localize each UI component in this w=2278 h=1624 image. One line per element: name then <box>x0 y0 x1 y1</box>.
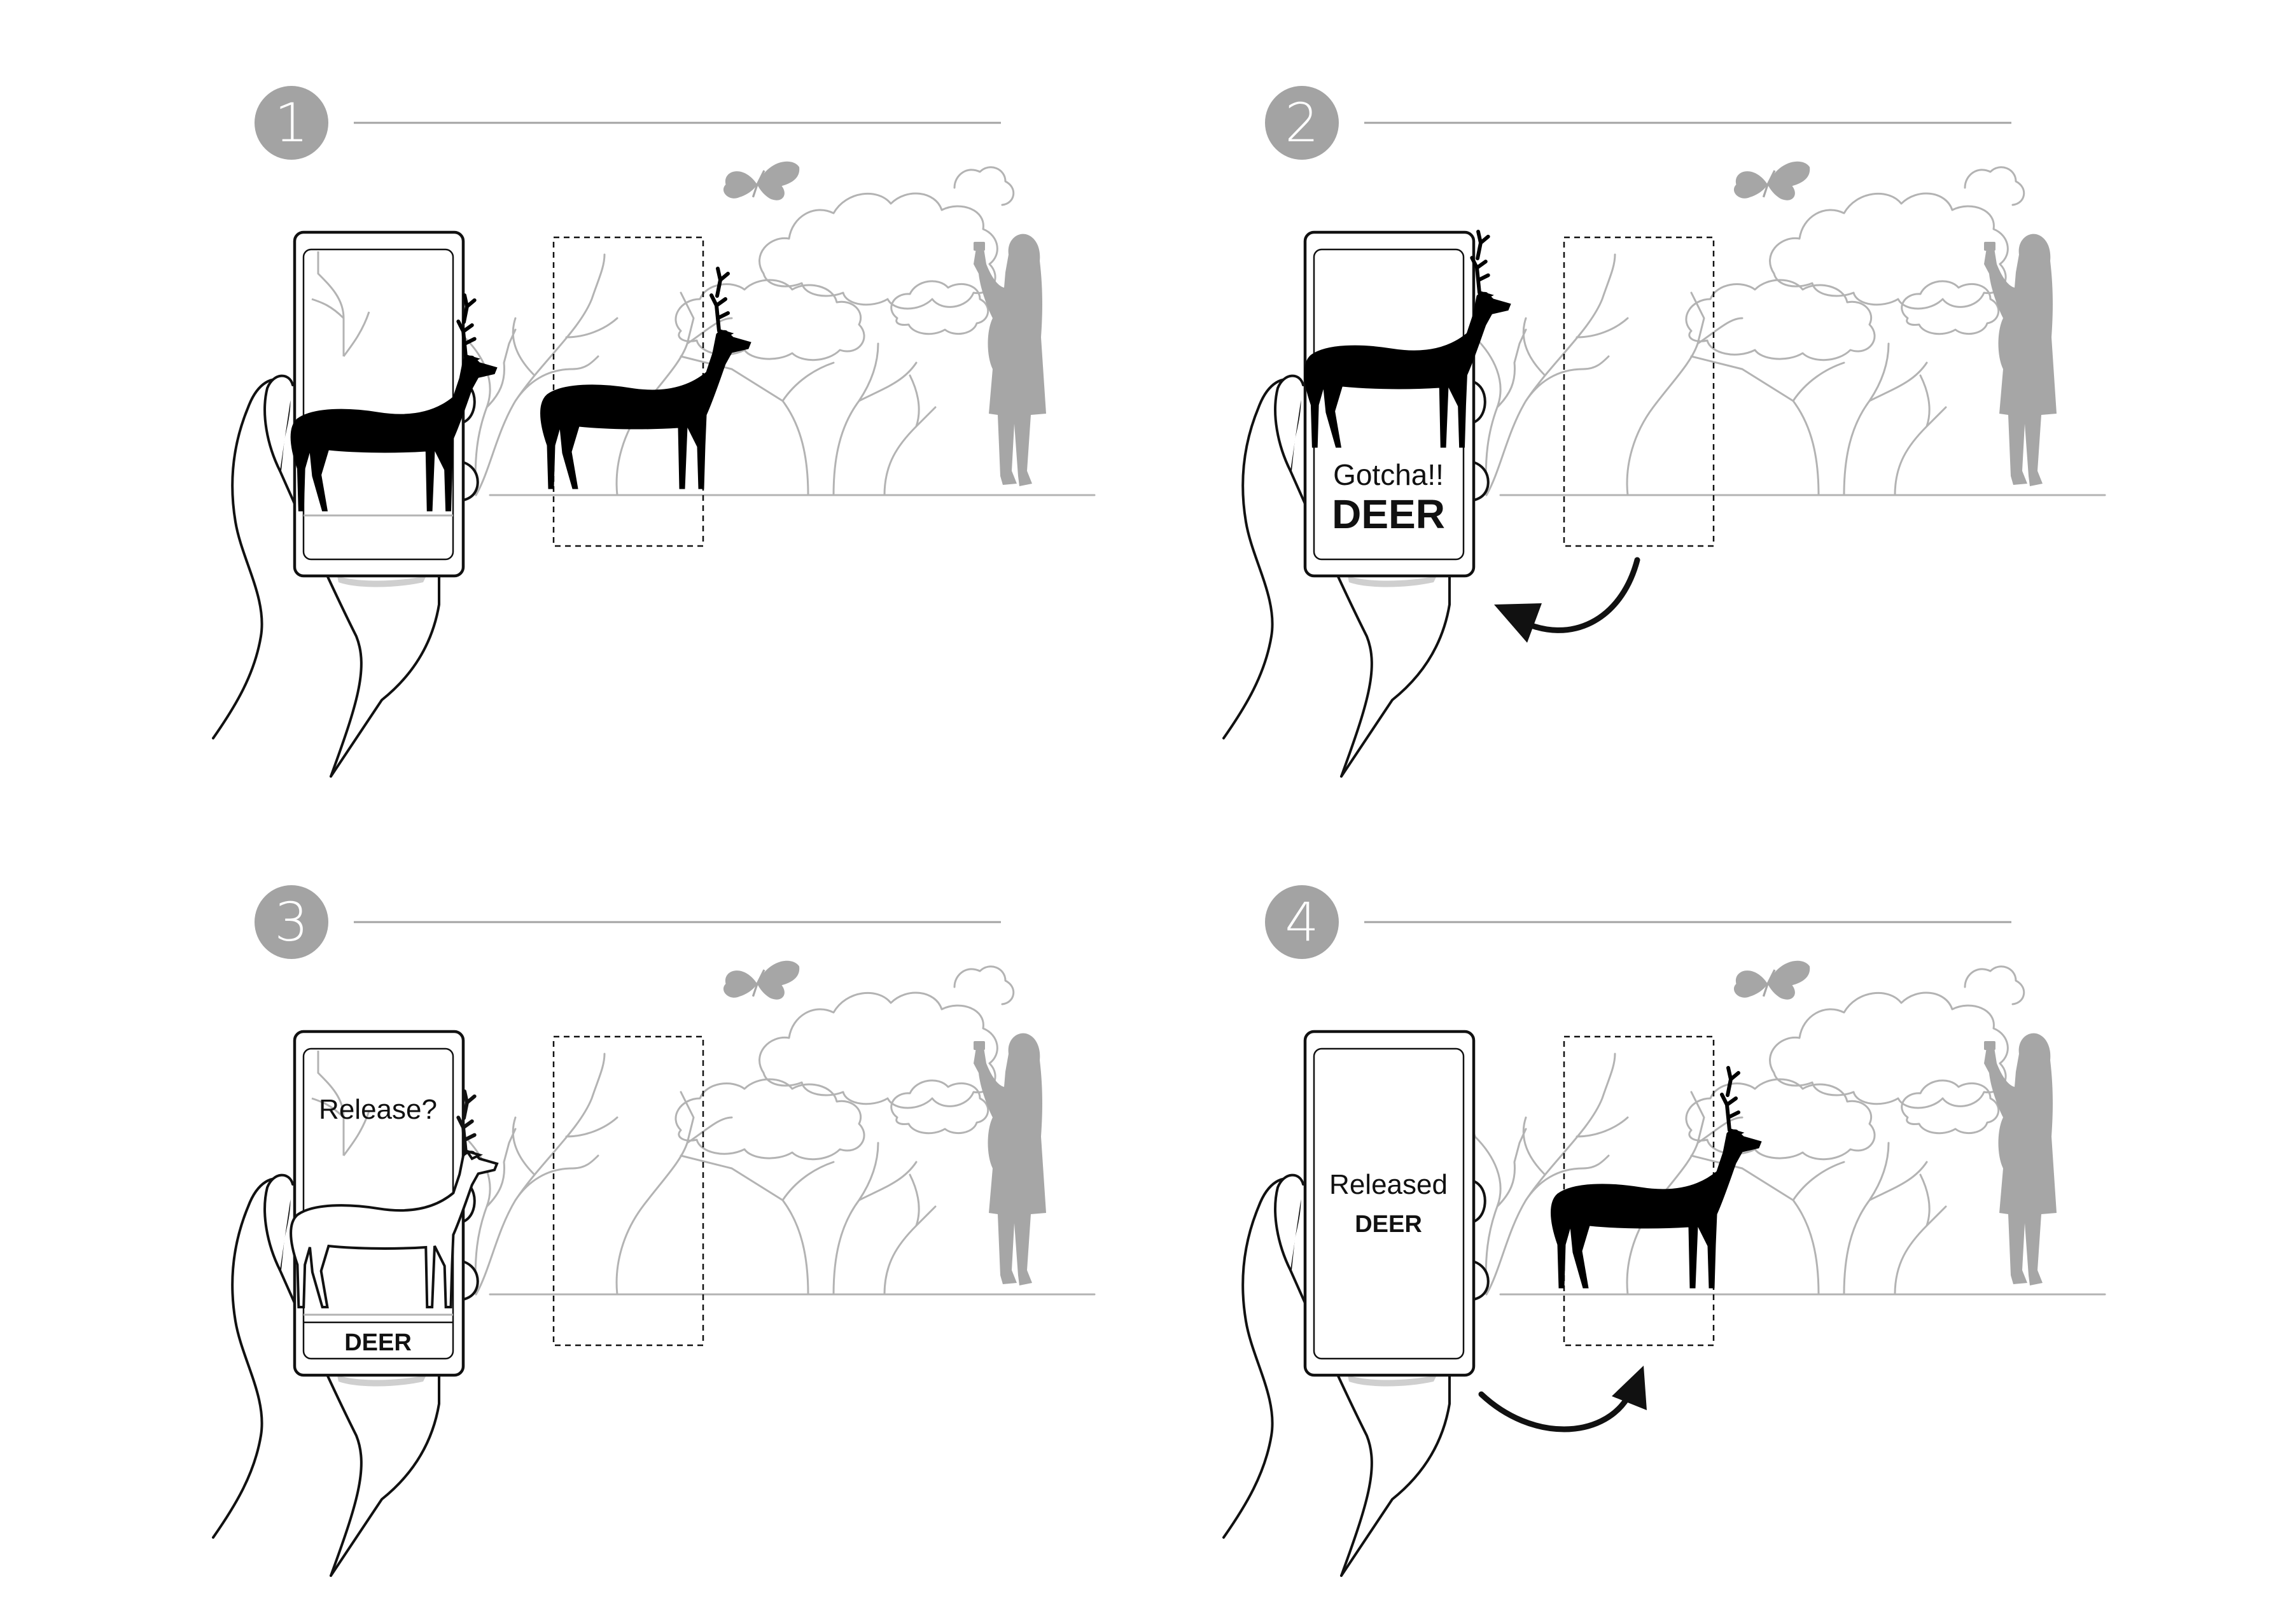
step-number: 1 <box>274 92 308 154</box>
butterfly-icon <box>722 160 800 202</box>
phone-screen <box>302 248 454 561</box>
deer-location-box <box>552 1035 704 1347</box>
thumb <box>1274 1173 1304 1271</box>
person-taking-photo-icon <box>1984 234 2057 486</box>
arrow-head <box>1494 603 1542 643</box>
capture-message: Gotcha!! <box>1333 458 1444 491</box>
hand-holding-phone-icon <box>212 378 479 778</box>
creature-name: DEER <box>1355 1211 1422 1238</box>
person-taking-photo-icon <box>974 234 1046 486</box>
thumb <box>263 374 294 472</box>
real-deer-icon <box>1551 1068 1762 1288</box>
thumb <box>263 1173 294 1271</box>
butterfly-icon <box>722 960 800 1001</box>
arrow-head <box>1612 1366 1647 1410</box>
person-taking-photo-icon <box>1984 1033 2057 1285</box>
step-number: 2 <box>1285 92 1318 154</box>
smartphone: Gotcha!!DEER <box>1304 232 1511 578</box>
thumb <box>1274 374 1304 472</box>
real-deer-icon <box>541 269 751 489</box>
step-badge <box>255 86 328 160</box>
camera-view <box>304 1051 453 1316</box>
deer-location-box <box>552 236 704 547</box>
step-badge <box>1265 885 1339 959</box>
butterfly-icon <box>1733 160 1811 202</box>
smartphone <box>291 230 497 578</box>
creature-name: DEER <box>344 1329 412 1356</box>
step-number: 3 <box>274 891 308 953</box>
release-message: Released <box>1329 1169 1448 1200</box>
deer-location-box <box>1563 236 1715 547</box>
step-badge <box>255 885 328 959</box>
step-number: 4 <box>1285 891 1318 953</box>
phone-screen <box>1313 1047 1465 1360</box>
step-badge <box>1265 86 1339 160</box>
smartphone: Release? DEER <box>291 1030 497 1377</box>
step-panel-1: 1 <box>212 86 1096 778</box>
butterfly-icon <box>1733 960 1811 1001</box>
camera-view <box>304 251 453 517</box>
deer-location-box <box>1563 1035 1715 1347</box>
curved-arrow-icon <box>1478 1391 1631 1432</box>
person-taking-photo-icon <box>974 1033 1046 1285</box>
curved-arrow-icon <box>1516 557 1640 633</box>
release-prompt: Release? <box>319 1094 437 1125</box>
creature-name: DEER <box>1332 491 1445 537</box>
